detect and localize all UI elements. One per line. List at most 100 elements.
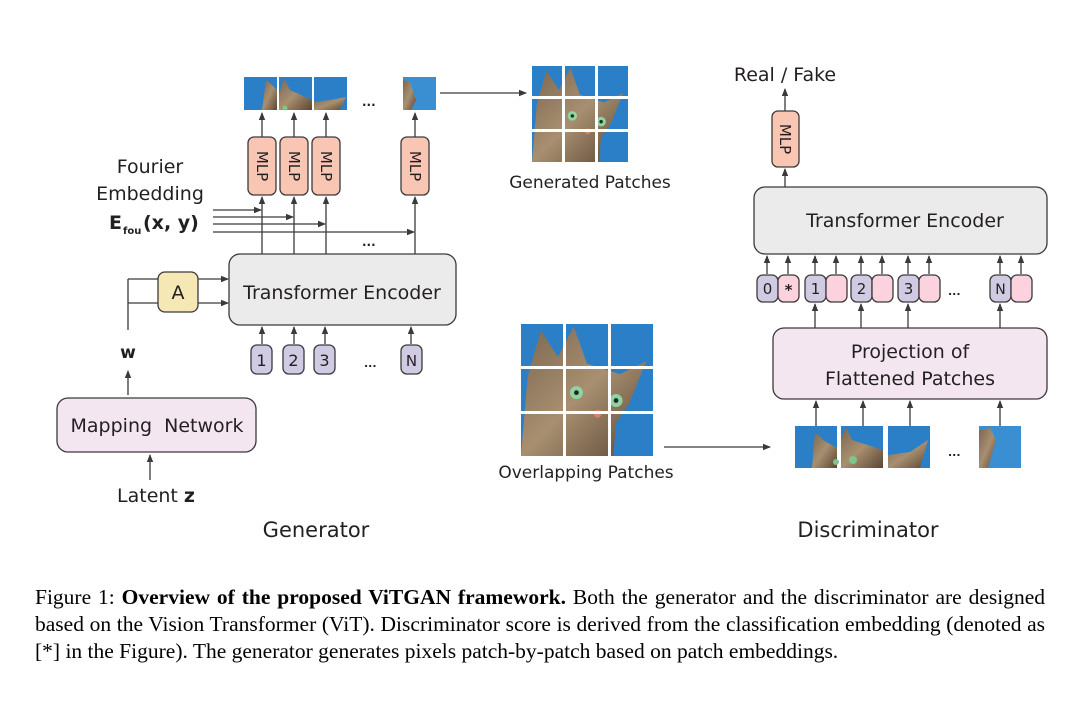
- generator-token-ellipsis: ...: [364, 357, 377, 370]
- patch-cell: [566, 369, 608, 411]
- patch-cell: [521, 369, 563, 411]
- svg-text:A: A: [172, 282, 185, 304]
- fourier-label-line2: Embedding: [96, 183, 204, 205]
- svg-text:Projection of: Projection of: [851, 341, 971, 363]
- fourier-label-line1: Fourier: [117, 156, 184, 178]
- generator-section-label: Generator: [263, 518, 370, 542]
- input-patch-n: [979, 426, 1021, 468]
- patch-cell: [532, 66, 562, 96]
- caption-body: Both the generator and the discriminator…: [35, 585, 1046, 663]
- svg-text:1: 1: [811, 280, 821, 298]
- patch-cell: [565, 99, 595, 129]
- patch-cell: [566, 414, 608, 456]
- w-connections: [127, 275, 229, 330]
- w-label: w: [120, 343, 136, 363]
- disc-token-1: 1: [804, 274, 848, 303]
- caption-prefix: Figure 1:: [35, 585, 122, 609]
- svg-text:MLP: MLP: [253, 151, 271, 181]
- output-patch-2: [279, 77, 312, 111]
- svg-text:0: 0: [763, 280, 773, 298]
- fourier-embedding-arrows: [213, 206, 415, 236]
- generated-patches-grid: [532, 66, 628, 162]
- patch-to-projection-arrows: [812, 400, 1004, 427]
- mapping-network: Mapping Network: [56, 397, 257, 453]
- svg-text:MLP: MLP: [776, 124, 794, 154]
- discriminator-section-label: Discriminator: [797, 518, 939, 542]
- patch-cell: [611, 324, 653, 366]
- generator-mlp-3: MLP: [311, 136, 341, 196]
- svg-text:3: 3: [319, 351, 329, 370]
- svg-text:MLP: MLP: [285, 151, 303, 181]
- patch-cell: [565, 132, 595, 162]
- patch-cell: [565, 66, 595, 96]
- generator-transformer-encoder: Transformer Encoder: [228, 253, 457, 326]
- output-patch-n: [403, 77, 436, 110]
- generator-output-patches: ...: [244, 77, 436, 111]
- generator-token-arrows: [258, 326, 415, 344]
- svg-text:1: 1: [256, 351, 266, 370]
- projection-of-flattened-patches: Projection of Flattened Patches: [772, 327, 1048, 400]
- disc-pos-embedding-3: [918, 274, 941, 303]
- svg-text:MLP: MLP: [406, 151, 424, 181]
- svg-text:Flattened Patches: Flattened Patches: [825, 368, 995, 390]
- disc-token-2: 2: [850, 274, 894, 303]
- input-patch-ellipsis: ...: [948, 446, 961, 459]
- fourier-ellipsis: ...: [362, 235, 376, 249]
- discriminator-transformer-encoder: Transformer Encoder: [753, 186, 1048, 255]
- patch-cell: [611, 414, 653, 456]
- svg-text:N: N: [406, 352, 417, 370]
- svg-text:(x, y): (x, y): [143, 212, 199, 234]
- input-patch-1: [795, 426, 839, 468]
- svg-text:2: 2: [288, 351, 298, 370]
- generator-mlp-1: MLP: [247, 136, 277, 196]
- generator-token-n: N: [400, 344, 423, 375]
- disc-token-ellipsis: ...: [948, 285, 961, 298]
- overlapping-patches-grid: [521, 324, 653, 456]
- svg-text:2: 2: [857, 280, 867, 298]
- real-fake-label: Real / Fake: [734, 64, 836, 86]
- caption-title: Overview of the proposed ViTGAN framewor…: [121, 585, 566, 609]
- svg-text:*: *: [785, 281, 793, 299]
- generator-token-3: 3: [313, 344, 336, 375]
- disc-token-3: 3: [897, 274, 941, 303]
- affine-transform-box: A: [157, 271, 199, 313]
- disc-pos-embedding-2: [871, 274, 894, 303]
- fourier-symbol: E fou (x, y): [109, 212, 199, 237]
- patch-cell: [598, 66, 628, 96]
- generator-mlp-2: MLP: [279, 136, 309, 196]
- discriminator-mlp: MLP: [771, 110, 800, 168]
- mlp-output-arrows: [258, 112, 419, 137]
- latent-z-label: Latent z: [117, 485, 195, 507]
- figure-caption: Figure 1: Overview of the proposed ViTGA…: [35, 584, 1045, 665]
- output-ellipsis: ...: [362, 95, 376, 109]
- discriminator-input-patches: ...: [795, 426, 1021, 468]
- svg-text:MLP: MLP: [317, 151, 335, 181]
- input-patch-2: [841, 426, 883, 468]
- svg-text:Transformer Encoder: Transformer Encoder: [242, 282, 441, 304]
- disc-pos-embedding-n: [1010, 274, 1033, 303]
- vitgan-diagram: ... Generated Patches MLP MLP MLP MLP: [56, 64, 1048, 542]
- generator-token-1: 1: [250, 344, 273, 375]
- output-patch-1: [244, 77, 277, 110]
- generator-token-2: 2: [282, 344, 305, 375]
- patch-cell: [566, 324, 608, 366]
- disc-cls-token: *: [777, 274, 800, 303]
- patch-cell: [532, 132, 562, 162]
- generated-patches-label: Generated Patches: [509, 173, 671, 193]
- disc-token-0: 0: [756, 274, 779, 303]
- patch-cell: [598, 99, 628, 129]
- projection-to-token-arrows: [811, 303, 1004, 328]
- disc-pos-embedding-1: [825, 274, 848, 303]
- patch-cell: [598, 132, 628, 162]
- svg-text:3: 3: [904, 280, 914, 298]
- svg-text:fou: fou: [123, 226, 141, 237]
- discriminator-token-arrows: [763, 255, 1025, 274]
- input-patch-3: [888, 426, 930, 468]
- svg-text:Mapping Network: Mapping Network: [71, 415, 244, 437]
- encoder-to-mlp-arrows: [258, 196, 419, 254]
- overlapping-patches-label: Overlapping Patches: [498, 463, 673, 483]
- svg-text:E: E: [109, 212, 122, 234]
- disc-token-n: N: [989, 274, 1033, 303]
- patch-cell: [521, 414, 563, 456]
- patch-cell: [611, 369, 653, 411]
